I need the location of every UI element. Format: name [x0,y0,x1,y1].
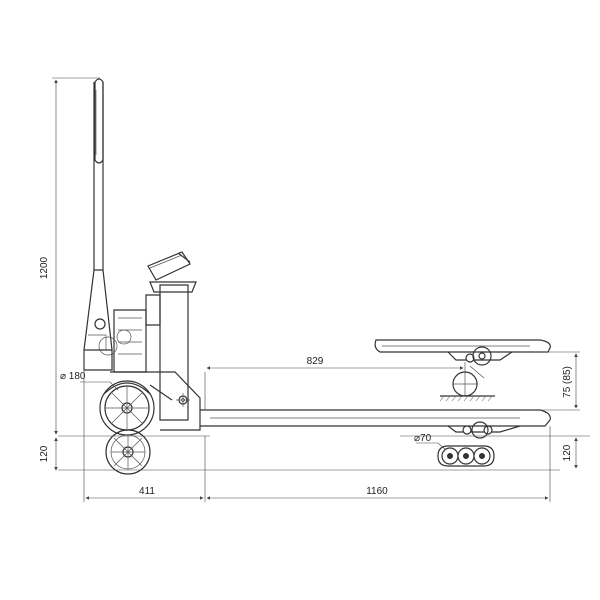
dim-bottom [83,350,551,502]
load-roller-raised [439,365,495,402]
dim-wheel-label: ⌀ 180 [60,371,86,382]
steering-wheel-lowered [105,429,151,475]
dim-roller-label: ⌀70 [414,433,432,444]
handle [83,78,113,351]
chassis [83,251,201,431]
dim-rear-label: 411 [139,486,155,497]
dim-height-label: 1200 [39,256,50,279]
dim-wheel-leader [80,381,119,391]
dim-low-right-label: 120 [562,444,573,461]
steering-wheel [99,380,155,436]
ground-line [58,435,590,471]
dim-fork-829 [204,362,466,410]
dim-lift-label: 75 (85) [562,366,573,398]
fork-raised [374,339,551,366]
dim-fork-total-label: 1160 [366,486,388,497]
fork-lowered [200,409,551,439]
dim-height-1200 [52,77,100,435]
dim-lift [520,351,580,411]
dim-fork-829-label: 829 [307,356,324,367]
dim-roller-leader [416,442,447,451]
dim-low-left-label: 120 [39,445,50,462]
tandem-rollers [437,445,495,467]
